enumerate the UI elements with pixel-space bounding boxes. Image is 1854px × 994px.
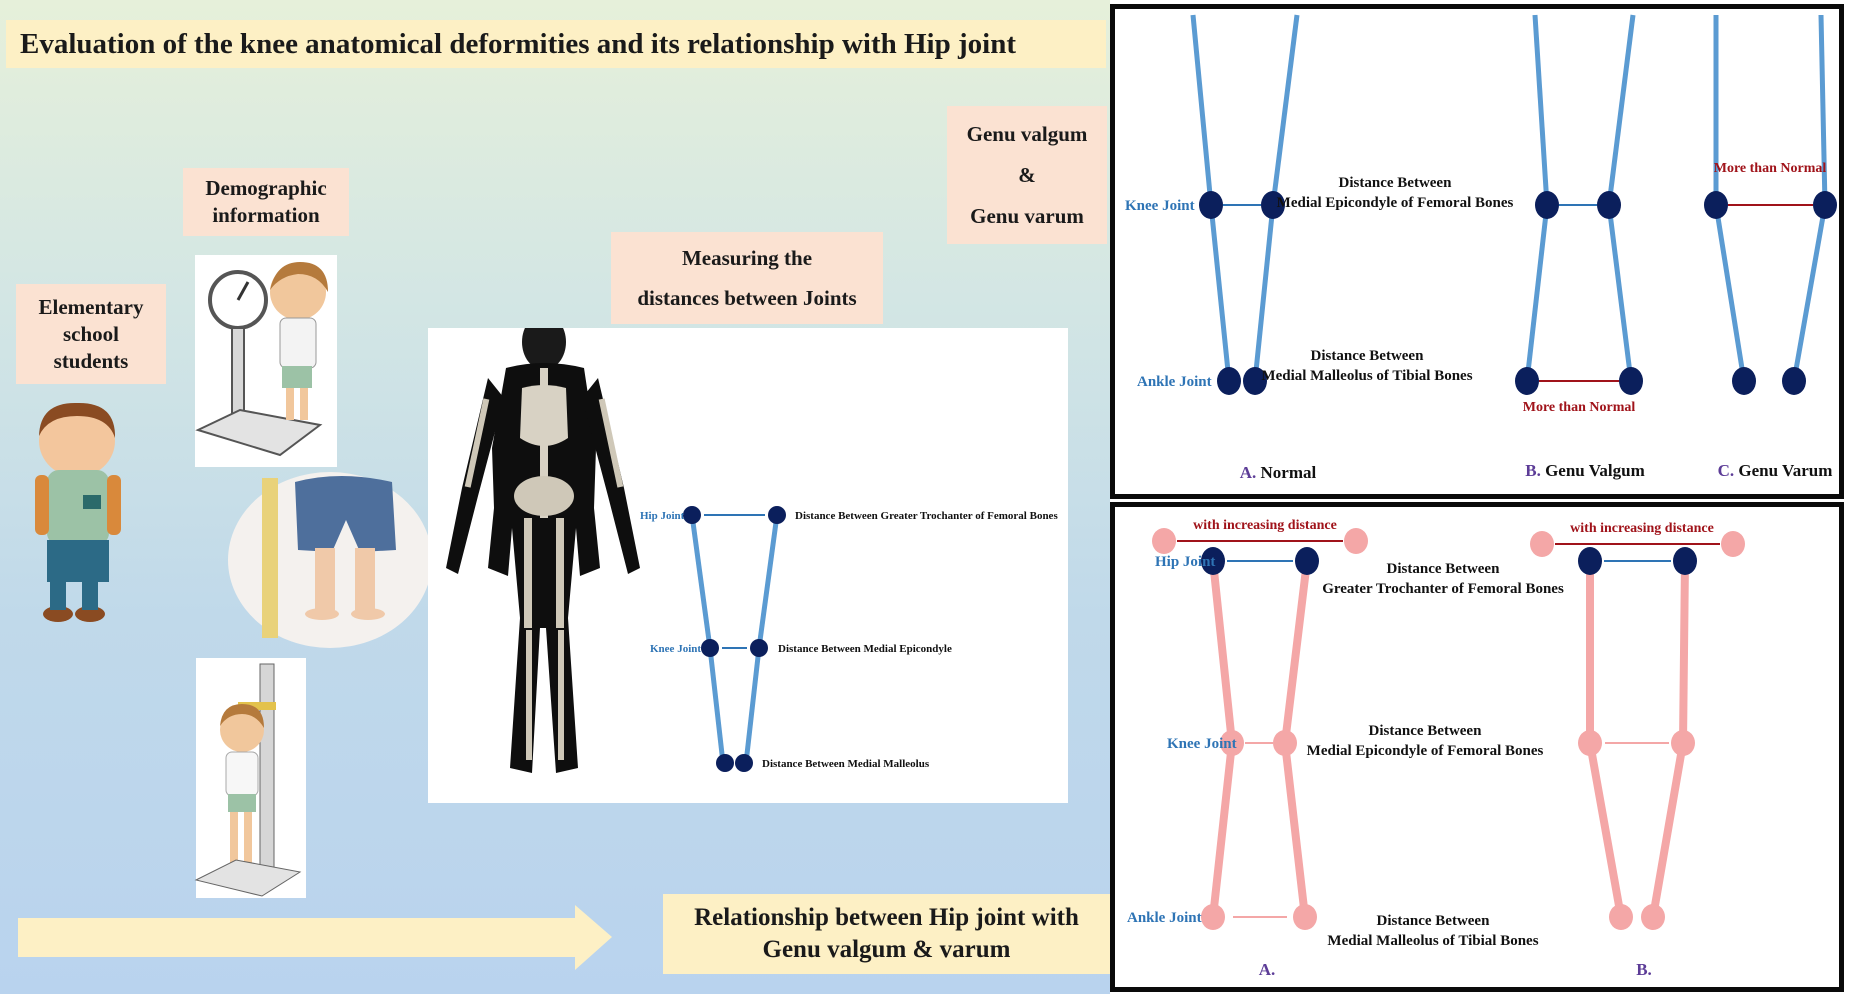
dist-malleolus-line-2: Medial Malleolus of Tibial Bones [1261, 368, 1472, 384]
caption-a-text: Normal [1256, 463, 1316, 482]
measuring-box: Measuring the distances between Joints [611, 232, 883, 324]
knee-joint-label: Knee Joint [1125, 198, 1195, 214]
increasing-distance-a: with increasing distance [1193, 518, 1337, 533]
elementary-line-1: Elementary [38, 294, 144, 319]
hip-joint-left [683, 506, 701, 524]
page-title: Evaluation of the knee anatomical deform… [6, 20, 1106, 68]
dist-malleolus-line-1: Distance Between [1377, 913, 1491, 929]
increasing-distance-b: with increasing distance [1570, 521, 1714, 536]
left-illustrations [18, 255, 612, 970]
ankle-joint-right [735, 754, 753, 772]
dist-greater-trochanter-label: Distance Between Greater Trochanter of F… [795, 510, 1058, 522]
height-measure-illustration [194, 658, 306, 898]
hip-joint-right [768, 506, 786, 524]
ankle-joint-label: Ankle Joint [1137, 374, 1212, 390]
caption-c-letter: C. [1718, 461, 1735, 480]
relationship-line-1: Relationship between Hip joint with [694, 904, 1079, 931]
hip-relationship-panel: Hip Joint Knee Joint Ankle Joint with in… [1110, 502, 1844, 992]
genu-box: Genu valgum & Genu varum [947, 106, 1107, 244]
dist-epicondyle-line-1: Distance Between [1369, 723, 1483, 739]
dist-trochanter-line-1: Distance Between [1387, 561, 1501, 577]
genu-line-2: & [1018, 162, 1036, 187]
relationship-line-2: Genu valgum & varum [762, 936, 1011, 963]
measuring-line-2: distances between Joints [637, 286, 857, 310]
caption-c-text: Genu Varum [1734, 461, 1832, 480]
legs-photo [228, 472, 432, 648]
knee-joint-left [701, 639, 719, 657]
hip-joint-label: Hip Joint [1155, 554, 1215, 570]
knee-joint-right [750, 639, 768, 657]
caption-b-letter: B. [1525, 461, 1541, 480]
caption-a-letter: A. [1259, 960, 1276, 979]
caption-c: C. Genu Varum [1718, 461, 1833, 480]
more-than-normal-varum: More than Normal [1714, 161, 1827, 176]
knee-joint-label: Knee Joint [1167, 736, 1237, 752]
knee-alignment-svg: Knee Joint Ankle Joint Distance Between … [1125, 14, 1837, 482]
caption-a: A. Normal [1240, 463, 1317, 482]
dist-epicondyle-line-1: Distance Between [1339, 175, 1453, 191]
more-than-normal-valgum: More than Normal [1523, 400, 1636, 415]
hip-relationship-svg: Hip Joint Knee Joint Ankle Joint with in… [1127, 518, 1745, 979]
genu-line-3: Genu varum [970, 203, 1084, 228]
knee-joint-label: Knee Joint [650, 643, 701, 655]
measurement-panel: Hip Joint Knee Joint Distance Between Gr… [428, 314, 1068, 803]
dist-medial-malleolus-label: Distance Between Medial Malleolus [762, 758, 930, 770]
measurement-svg: Hip Joint Knee Joint Distance Between Gr… [446, 314, 1058, 773]
weight-scale-illustration [195, 255, 337, 467]
page-title-text: Evaluation of the knee anatomical deform… [20, 27, 1016, 60]
dist-epicondyle-line-2: Medial Epicondyle of Femoral Bones [1307, 743, 1544, 759]
skeleton-illustration [446, 314, 640, 773]
measuring-line-1: Measuring the [681, 246, 813, 270]
demographic-line-2: information [212, 203, 320, 227]
elementary-students-box: Elementary school students [16, 284, 166, 384]
flow-arrow [18, 905, 612, 970]
dist-medial-epicondyle-label: Distance Between Medial Epicondyle [778, 643, 952, 655]
demographic-box: Demographic information [183, 168, 349, 236]
elementary-line-2: school [62, 321, 119, 346]
caption-b-letter: B. [1636, 960, 1652, 979]
caption-b-text: Genu Valgum [1541, 461, 1645, 480]
dist-malleolus-line-2: Medial Malleolus of Tibial Bones [1327, 933, 1538, 949]
student-illustration [35, 402, 121, 622]
ankle-joint-left [716, 754, 734, 772]
elementary-line-3: students [53, 348, 129, 373]
knee-alignment-panel: Knee Joint Ankle Joint Distance Between … [1110, 4, 1844, 499]
demographic-line-1: Demographic [205, 176, 327, 200]
genu-line-1: Genu valgum [966, 121, 1088, 146]
ankle-joint-label: Ankle Joint [1127, 910, 1202, 926]
caption-b: B. Genu Valgum [1525, 461, 1645, 480]
hip-joint-label: Hip Joint [640, 510, 685, 522]
dist-epicondyle-line-2: Medial Epicondyle of Femoral Bones [1277, 195, 1514, 211]
dist-malleolus-line-1: Distance Between [1311, 348, 1425, 364]
relationship-box: Relationship between Hip joint with Genu… [663, 894, 1110, 974]
caption-a-letter: A. [1240, 463, 1257, 482]
dist-trochanter-line-2: Greater Trochanter of Femoral Bones [1322, 581, 1564, 597]
